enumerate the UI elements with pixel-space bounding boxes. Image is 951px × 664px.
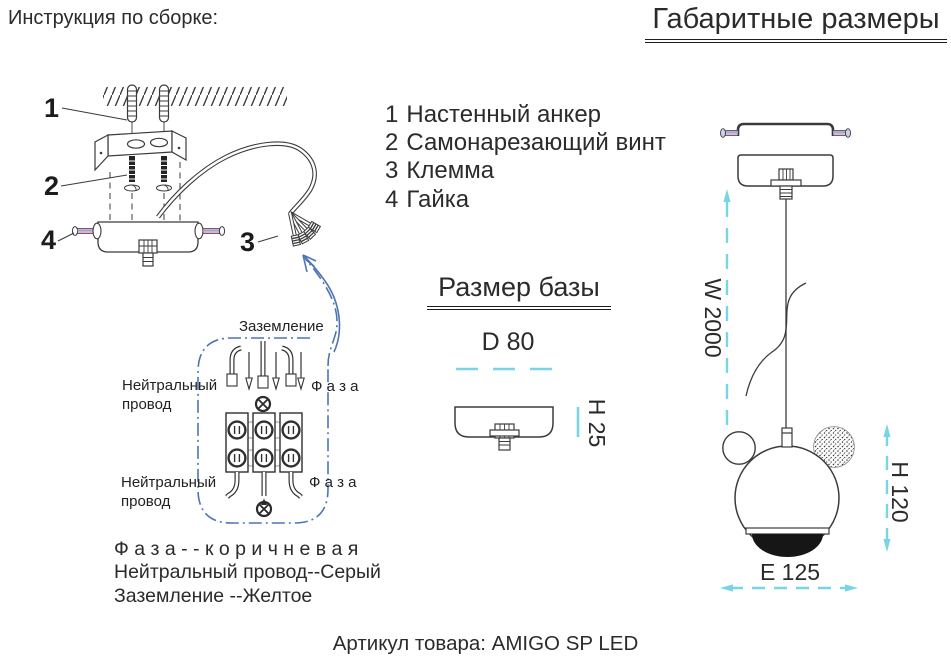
phase-wire-top-right — [281, 345, 297, 387]
part-number: 3 — [385, 157, 399, 185]
width-dim-line — [720, 584, 858, 592]
tapping-screw-left — [124, 156, 140, 192]
wire-dim-line — [723, 189, 731, 429]
base-size-title: Размер базы — [427, 272, 611, 310]
legend-ground: Заземление --Желтое — [114, 584, 313, 607]
outline-curl — [304, 257, 338, 367]
wires-bottom — [225, 472, 303, 499]
terminal-blocks — [225, 412, 303, 473]
power-cord — [156, 141, 317, 219]
neutral-label-bottom: Нейтральный — [121, 474, 216, 491]
mounting-bracket — [94, 130, 187, 172]
canopy-body — [97, 221, 199, 253]
hanger-bar — [736, 122, 835, 136]
part-number: 4 — [385, 185, 399, 213]
neutral-label-top2: провод — [122, 396, 172, 413]
alignment-dashes — [109, 162, 181, 221]
part-label: Клемма — [406, 157, 495, 185]
page-title-left: Инструкция по сборке: — [8, 7, 219, 29]
wall-anchor-left — [126, 84, 138, 134]
part-label: Самонарезающий винт — [406, 129, 666, 157]
wire-color-legend: Ф а з а - - к о р и ч н е в а я Нейтраль… — [114, 538, 381, 608]
callout-leaders — [57, 107, 279, 243]
callout-3: 3 — [240, 227, 255, 257]
terminal-connector — [288, 211, 322, 247]
lamp-height-dim: H 120 — [887, 461, 913, 523]
canopy-nipple — [138, 239, 158, 267]
tapping-screw-right — [156, 156, 172, 192]
deco-ball-small — [722, 431, 756, 465]
sphere-fitting — [781, 427, 793, 448]
legend-neutral: Нейтральный провод--Серый — [114, 561, 381, 584]
base-body — [454, 406, 554, 438]
terminal-screw-bottom — [255, 498, 273, 518]
deco-ball-textured — [813, 426, 855, 468]
neutral-label-top: Нейтральный — [122, 377, 217, 394]
neutral-wire-top-left — [226, 345, 242, 387]
down-arrow — [297, 352, 305, 391]
phase-label-top: Ф а з а — [311, 378, 359, 395]
part-label: Гайка — [406, 185, 470, 213]
page-title-right: Габаритные размеры — [645, 3, 947, 43]
break-squiggle — [745, 282, 807, 397]
assembly-diagram: 1 2 4 3 — [41, 84, 322, 267]
part-label: Настенный анкер — [406, 101, 602, 128]
hanger-screw-left — [720, 128, 739, 138]
ceiling-hatch — [103, 87, 287, 106]
wall-anchor-right — [158, 84, 170, 132]
parts-list-item: 1 Настенный анкер — [385, 101, 666, 129]
ground-wire-top — [257, 341, 269, 389]
pendant-diagram — [720, 122, 891, 592]
lamp-width-dim: E 125 — [759, 559, 821, 585]
wiring-diagram: Заземление Нейтральный провод Ф а з а Не… — [121, 254, 359, 524]
terminal-box-outline — [197, 337, 329, 524]
side-screw-right — [194, 222, 226, 240]
phase-label-bottom: Ф а з а — [309, 474, 357, 491]
wire-length-dim: W 2000 — [700, 278, 726, 358]
article-footer: Артикул товара: AMIGO SP LED — [332, 632, 639, 655]
hanger-screw-right — [832, 128, 851, 138]
part-number: 1 — [385, 101, 399, 128]
base-diameter-dim: D 80 — [481, 328, 535, 356]
side-screw-left — [71, 222, 102, 240]
base-bolt — [489, 423, 520, 451]
legend-phase: Ф а з а - - к о р и ч н е в а я — [114, 538, 359, 560]
connector-arrow-head — [302, 254, 317, 273]
base-height-dim: H 25 — [584, 398, 610, 448]
callout-4: 4 — [41, 225, 56, 255]
down-arrow — [272, 352, 280, 391]
callout-1: 1 — [44, 93, 59, 123]
height-dim-line — [883, 424, 891, 552]
ground-label: Заземление — [239, 318, 324, 335]
diffuser-dome — [752, 534, 823, 557]
base-size-diagram — [454, 367, 580, 451]
callout-2: 2 — [44, 171, 59, 201]
neutral-label-bottom2: провод — [121, 493, 171, 510]
diffuser-rim — [745, 527, 830, 535]
canopy-bolt — [770, 168, 802, 200]
down-arrow — [245, 352, 253, 391]
part-number: 2 — [385, 129, 399, 157]
